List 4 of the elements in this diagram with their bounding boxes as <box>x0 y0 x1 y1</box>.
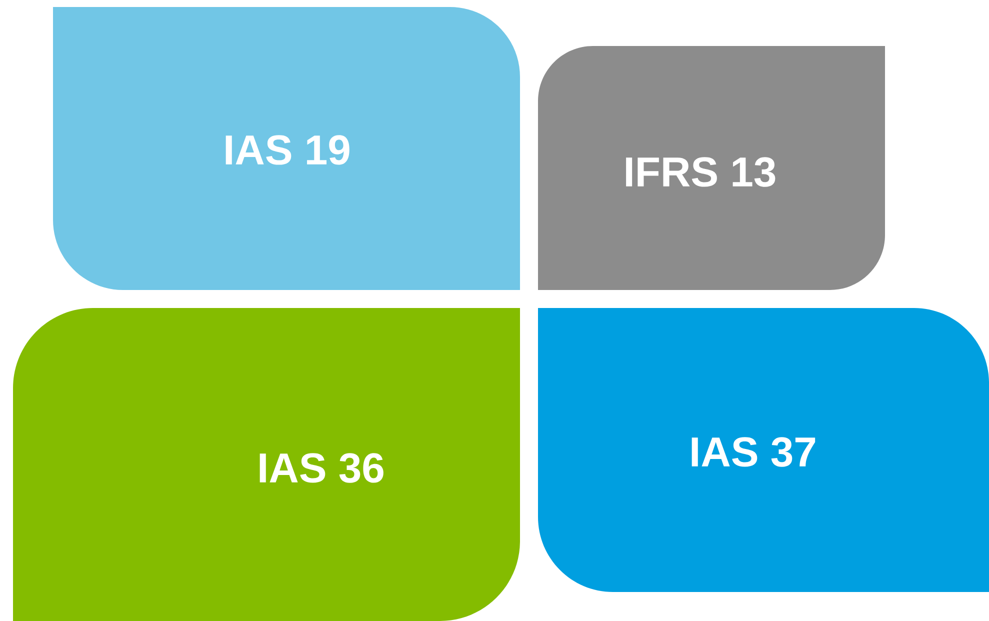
standard-card: IAS 36 <box>13 308 520 621</box>
standard-card: IFRS 13 <box>538 46 885 290</box>
standard-card: IAS 37 <box>538 308 989 592</box>
standard-card: IAS 19 <box>53 7 520 290</box>
